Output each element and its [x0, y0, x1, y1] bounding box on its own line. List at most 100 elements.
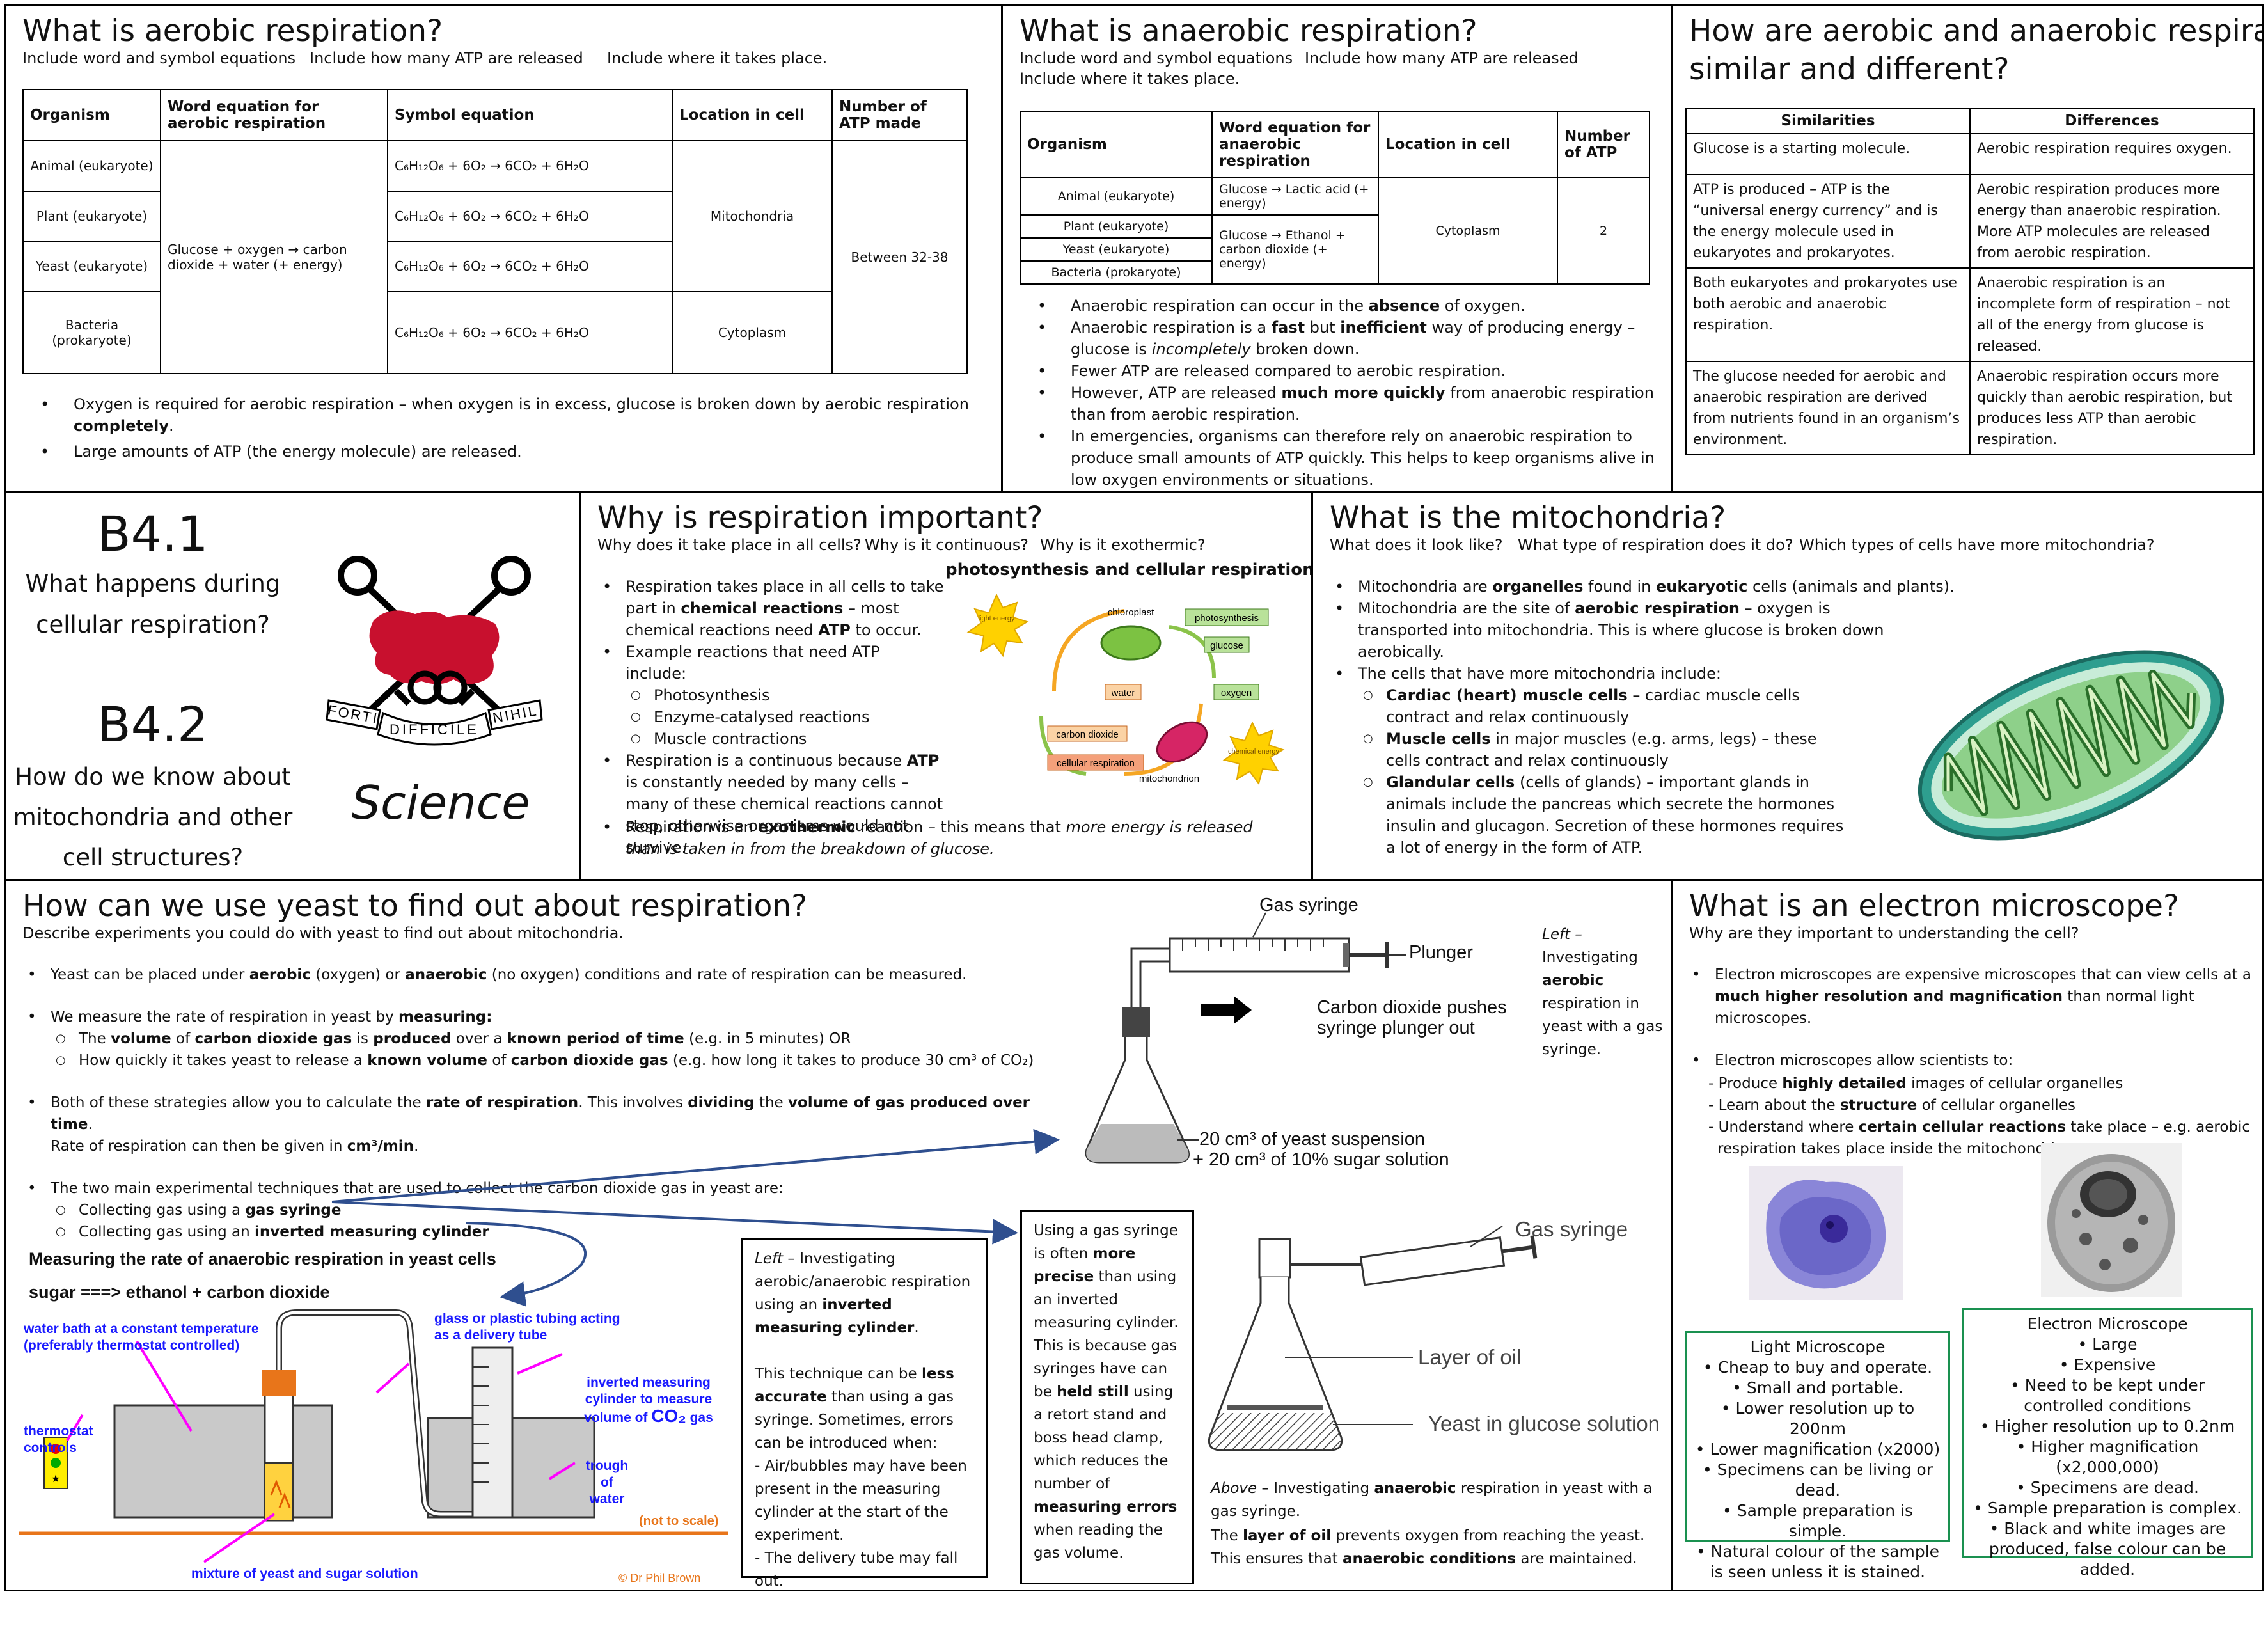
- list-item: In emergencies, organisms can therefore …: [1020, 425, 1659, 491]
- gas-syringe-label-2: Gas syringe: [1515, 1217, 1628, 1241]
- aerobic-hint-2: Include how many ATP are released: [310, 49, 583, 67]
- light-microscope-box: Light Microscope • Cheap to buy and oper…: [1685, 1331, 1950, 1581]
- lion-icon: [369, 610, 500, 684]
- aerobic-syringe-caption: Left – Investigating aerobic respiration…: [1542, 926, 1663, 1058]
- word-eq-cell: Glucose + oxygen → carbon dioxide + wate…: [160, 140, 388, 374]
- light-micrograph-image: [1749, 1166, 1903, 1300]
- similarity-cell: Both eukaryotes and prokaryotes use both…: [1685, 267, 1971, 362]
- measuring-cylinder-label: inverted measuring cylinder to measure v…: [584, 1375, 713, 1426]
- list-item: • Higher magnification (x2,000,000): [2016, 1437, 2199, 1476]
- chloroplast-icon: [1100, 625, 1162, 661]
- importance-hint-3: Why is it exothermic?: [1040, 536, 1206, 554]
- th-symbol-eq: Symbol equation: [387, 89, 673, 141]
- aerobic-title: What is aerobic respiration?: [22, 13, 443, 49]
- organism-cell: Yeast (eukaryote): [22, 241, 161, 292]
- chemical-energy-label: chemical energy: [1228, 748, 1280, 755]
- aerobic-panel: What is aerobic respiration? Include wor…: [4, 4, 1003, 493]
- list-item: • Specimens can be living or dead.: [1703, 1460, 1933, 1499]
- mitochondrion-icon: [1156, 721, 1208, 763]
- list-item: Both of these strategies allow you to ca…: [25, 1092, 1048, 1157]
- thermostat-label: thermostat controls: [24, 1424, 93, 1455]
- symbol-eq-cell: C₆H₁₂O₆ + 6O₂ → 6CO₂ + 6H₂O: [387, 140, 673, 192]
- list-item: Enzyme-catalysed reactions: [600, 706, 945, 728]
- list-item: The volume of carbon dioxide gas is prod…: [25, 1028, 1048, 1050]
- svg-text:★: ★: [51, 1474, 60, 1485]
- organism-cell: Yeast (eukaryote): [1020, 237, 1213, 262]
- symbol-eq-cell: C₆H₁₂O₆ + 6O₂ → 6CO₂ + 6H₂O: [387, 290, 673, 375]
- mitochondria-bullets: Mitochondria are organelles found in euk…: [1332, 576, 2215, 858]
- unit-question-b42-line-3: cell structures?: [62, 844, 244, 871]
- location-cell: Cytoplasm: [1378, 177, 1558, 285]
- difference-cell: Aerobic respiration requires oxygen.: [1969, 133, 2255, 175]
- list-item: Anaerobic respiration can occur in the a…: [1020, 295, 1659, 317]
- unit-code-b41: B4.1: [97, 505, 209, 562]
- organism-cell: Animal (eukaryote): [1020, 177, 1213, 216]
- light-microscope-title: Light Microscope: [1750, 1338, 1886, 1356]
- measuring-cylinder-note-box: Left – Investigating aerobic/anaerobic r…: [741, 1238, 988, 1590]
- yeast-title: How can we use yeast to find out about r…: [22, 888, 808, 924]
- list-item: Glandular cells (cells of glands) – impo…: [1332, 771, 1857, 858]
- unit-question-b41-line-2: cellular respiration?: [36, 611, 270, 638]
- symbol-eq-cell: C₆H₁₂O₆ + 6O₂ → 6CO₂ + 6H₂O: [387, 190, 673, 242]
- list-item: Oxygen is required for aerobic respirati…: [22, 393, 969, 437]
- cycle-diagram-title: photosynthesis and cellular respiration …: [945, 560, 1313, 580]
- th-location: Location in cell: [1378, 111, 1558, 178]
- anaerobic-hint-1: Include word and symbol equations: [1020, 49, 1293, 67]
- atp-cell: Between 32-38: [831, 140, 968, 374]
- glucose-label: glucose: [1210, 640, 1243, 651]
- em-uses-list: - Produce highly detailed images of cell…: [1708, 1073, 2252, 1160]
- list-item: Collecting gas using a gas syringe: [25, 1199, 1048, 1221]
- electron-microscope-box: Electron Microscope • Large • Expensive …: [1962, 1308, 2253, 1579]
- electron-microscope-title: Electron Microscope: [2027, 1314, 2188, 1333]
- cover-panel: B4.1 What happens during cellular respir…: [4, 491, 581, 881]
- sun-icon: [966, 593, 1029, 658]
- list-item: However, ATP are released much more quic…: [1020, 382, 1659, 425]
- list-item: Anaerobic respiration is a fast but inef…: [1020, 317, 1659, 360]
- cylinder-diagram-title: Measuring the rate of anaerobic respirat…: [29, 1249, 496, 1268]
- list-item: Yeast can be placed under aerobic (oxyge…: [25, 964, 1048, 986]
- th-location: Location in cell: [672, 89, 833, 141]
- light-energy-label: light energy: [979, 615, 1015, 622]
- arrow-right-icon: [1201, 996, 1252, 1024]
- carbon-dioxide-label: carbon dioxide: [1056, 729, 1119, 740]
- mitochondrion-illustration: [1918, 650, 2225, 841]
- anaerobic-hint-2: Include how many ATP are released: [1305, 49, 1579, 67]
- water-label: water: [1111, 688, 1135, 699]
- anaerobic-table: Organism Word equation for anaerobic res…: [1020, 111, 1650, 285]
- th-differences: Differences: [1969, 108, 2255, 134]
- difference-cell: Anaerobic respiration is an incomplete f…: [1969, 267, 2255, 362]
- mitochondrion-label: mitochondrion: [1139, 773, 1199, 784]
- th-word-eq: Word equation for anaerobic respiration: [1211, 111, 1379, 178]
- list-item: • Specimens are dead.: [2016, 1478, 2199, 1497]
- cylinder-diagram-equation: sugar ===> ethanol + carbon dioxide: [29, 1283, 330, 1302]
- photosynthesis-label: photosynthesis: [1195, 613, 1259, 624]
- organism-cell: Plant (eukaryote): [1020, 214, 1213, 239]
- word-eq-cell: Glucose → Ethanol + carbon dioxide (+ en…: [1211, 214, 1379, 285]
- list-item: Cardiac (heart) muscle cells – cardiac m…: [1332, 684, 1831, 728]
- list-item: • Black and white images are produced, f…: [1988, 1519, 2226, 1579]
- list-item: - Learn about the structure of cellular …: [1708, 1097, 2075, 1114]
- plunger-label: Plunger: [1409, 942, 1473, 963]
- symbol-eq-cell: C₆H₁₂O₆ + 6O₂ → 6CO₂ + 6H₂O: [387, 241, 673, 292]
- list-item: Example reactions that need ATP include:: [600, 641, 945, 684]
- list-item: • Lower resolution up to 200nm: [1721, 1399, 1915, 1438]
- importance-title: Why is respiration important?: [597, 500, 1043, 535]
- inverted-cylinder-diagram: ★: [19, 1309, 728, 1563]
- mitochondria-hint-2: What type of respiration does it do?: [1518, 536, 1793, 554]
- electron-microscope-panel: What is an electron microscope? Why are …: [1671, 879, 2264, 1591]
- aerobic-table: Organism Word equation for aerobic respi…: [22, 89, 968, 375]
- mitochondria-hint-3: Which types of cells have more mitochond…: [1799, 536, 2155, 554]
- mitochondria-title: What is the mitochondria?: [1330, 500, 1726, 535]
- importance-bullets-exothermic: Respiration is an exothermic reaction – …: [600, 816, 1291, 860]
- list-item: • Need to be kept under controlled condi…: [2010, 1376, 2205, 1415]
- mitochondria-hint-1: What does it look like?: [1330, 536, 1503, 554]
- diagram-credit: © Dr Phil Brown: [618, 1572, 701, 1584]
- th-organism: Organism: [22, 89, 161, 141]
- crest-motto-2: DIFFICILE: [390, 722, 479, 738]
- co2-pushes-label-2: syringe plunger out: [1317, 1018, 1475, 1038]
- list-item: Collecting gas using an inverted measuri…: [25, 1221, 1048, 1243]
- em-title: What is an electron microscope?: [1689, 888, 2179, 924]
- list-item: - Understand where certain cellular reac…: [1708, 1119, 2251, 1157]
- th-organism: Organism: [1020, 111, 1213, 178]
- list-item: • Natural colour of the sample is seen u…: [1696, 1542, 1940, 1581]
